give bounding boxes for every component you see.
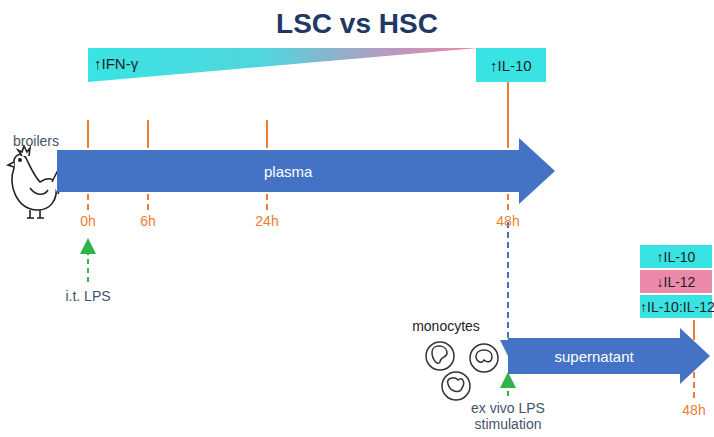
annotation-label: monocytes <box>401 318 491 334</box>
annotation-label: broilers <box>1 133 71 149</box>
lps-arrow <box>87 246 89 282</box>
monocyte-cells <box>426 342 498 400</box>
time-ticks <box>88 82 694 398</box>
shape-outline <box>88 48 478 82</box>
node-text: ↑IL-10 <box>490 57 532 74</box>
chicken-illustration <box>8 146 62 218</box>
node-text: supernatant <box>555 348 634 365</box>
node-text: ↓IL-12 <box>657 274 696 290</box>
sampling-arrow <box>507 222 509 348</box>
cytokine-box: ↑IL-10:IL-12 <box>640 295 712 318</box>
annotation-label: 48h <box>674 402 714 418</box>
node-text: plasma <box>264 163 312 180</box>
cytokine-box: ↑IL-10 <box>640 245 712 268</box>
annotation-label: i.t. LPS <box>48 288 128 304</box>
annotation-label: 6h <box>128 213 168 229</box>
cytokine-box: ↑IL-10 <box>476 48 546 82</box>
node-text: ↑IL-10 <box>657 249 696 265</box>
lps-arrow <box>507 380 509 396</box>
cytokine-box: ↓IL-12 <box>640 270 712 293</box>
timeline-arrow: supernatant <box>508 328 710 384</box>
annotation-label: 0h <box>68 213 108 229</box>
annotation-label: 24h <box>247 213 287 229</box>
timeline-arrow: plasma <box>57 138 555 204</box>
node-text: ↑IFN-γ <box>94 55 138 72</box>
node-text: ↑IL-10:IL-12 <box>640 299 714 315</box>
annotation-label: 48h <box>488 213 528 229</box>
annotation-label: ex vivo LPS stimulation <box>460 400 556 432</box>
gradient-band: ↑IFN-γ <box>88 48 478 82</box>
diagram-title: LSC vs HSC <box>0 8 714 40</box>
